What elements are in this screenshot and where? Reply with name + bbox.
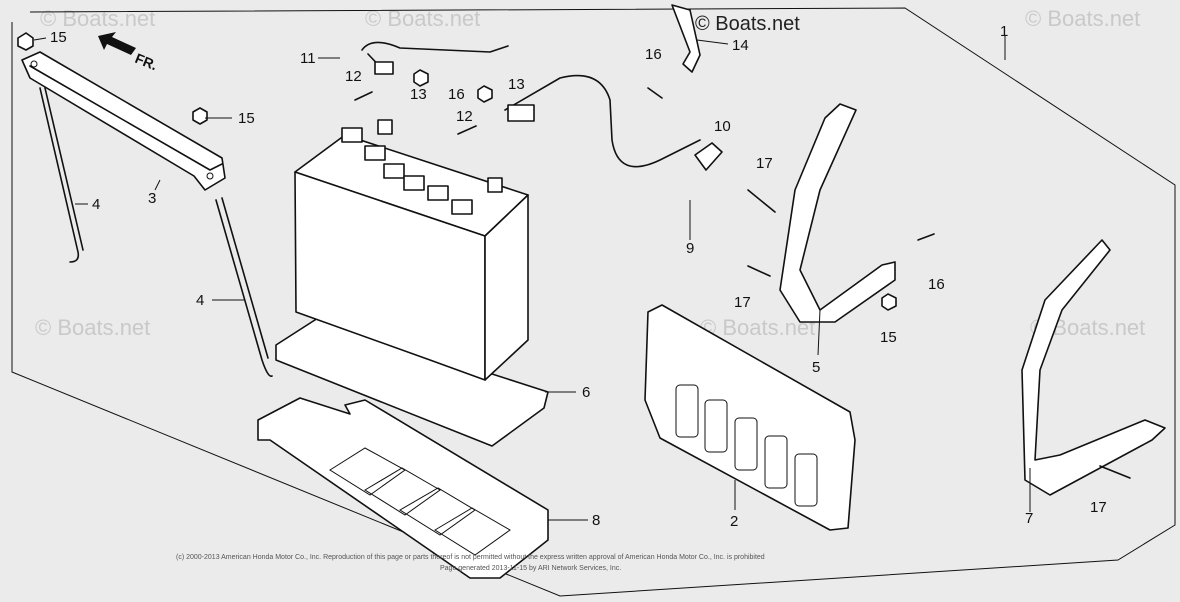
callout-2: 2	[730, 513, 738, 530]
flange-bolt	[647, 87, 663, 99]
callout-13: 13	[410, 86, 427, 103]
callout-12b: 12	[456, 108, 473, 125]
battery-holder-bar	[21, 51, 226, 191]
bolt	[354, 91, 373, 101]
battery-holder-rod	[215, 199, 273, 377]
nut	[477, 85, 493, 103]
callout-7: 7	[1025, 510, 1033, 527]
battery-holder-rod-edge	[44, 87, 84, 251]
watermark: © Boats.net	[35, 315, 150, 340]
callout-12: 12	[345, 68, 362, 85]
watermark: © Boats.net	[1025, 6, 1140, 31]
callout-17: 17	[756, 155, 773, 172]
callout-5: 5	[812, 359, 820, 376]
negative-cable	[361, 41, 509, 53]
terminal-cap	[694, 142, 723, 171]
watermark: © Boats.net	[40, 6, 155, 31]
positive-cable	[504, 74, 701, 168]
front-direction-arrow: FR.	[98, 32, 160, 73]
callout-4: 4	[92, 196, 100, 213]
battery	[294, 119, 529, 381]
assembly-boundary	[11, 7, 1176, 597]
flange-bolt	[747, 189, 776, 213]
battery-box	[257, 397, 549, 579]
callout-17b: 17	[734, 294, 751, 311]
callout-16c: 16	[928, 276, 945, 293]
flange-bolt	[747, 265, 771, 277]
terminal-cover	[507, 104, 535, 122]
flange-nut	[17, 32, 34, 51]
battery-holder-rod	[39, 87, 80, 263]
callout-15b: 15	[238, 110, 255, 127]
battery-cover-panel	[644, 304, 856, 531]
battery-stay-right	[1021, 239, 1166, 496]
callout-15c: 15	[880, 329, 897, 346]
callout-4b: 4	[196, 292, 204, 309]
direction-label: FR.	[133, 50, 160, 73]
callout-17c: 17	[1090, 499, 1107, 516]
battery-stay	[779, 103, 896, 323]
callout-14: 14	[732, 37, 749, 54]
callout-10: 10	[714, 118, 731, 135]
flange-bolt	[1099, 465, 1131, 479]
callout-6: 6	[582, 384, 590, 401]
callout-11: 11	[300, 50, 316, 67]
callouts: 1 2 3 4 4 5 6 7 8 9 10 11 12 12 13 13 14…	[50, 23, 1107, 530]
callout-16b: 16	[448, 86, 465, 103]
negative-terminal	[487, 177, 503, 193]
callout-16: 16	[645, 46, 662, 63]
callout-15: 15	[50, 29, 67, 46]
copyright-line-2: Page generated 2013-11-15 by ARI Network…	[440, 565, 621, 572]
watermark: © Boats.net	[695, 13, 800, 35]
arrow-icon	[98, 32, 136, 55]
callout-13b: 13	[508, 76, 525, 93]
bolt	[457, 125, 477, 135]
battery-holder-rod-edge	[221, 197, 269, 359]
copyright-line-1: (c) 2000-2013 American Honda Motor Co., …	[176, 554, 765, 561]
leader-lines	[33, 36, 1031, 521]
nut	[413, 69, 429, 87]
cable-terminal	[374, 61, 394, 75]
callout-9: 9	[686, 240, 694, 257]
battery-cable-eyelet	[671, 4, 701, 73]
callout-8: 8	[592, 512, 600, 529]
nut	[881, 293, 897, 311]
flange-bolt	[917, 233, 935, 241]
callout-1: 1	[1000, 23, 1008, 40]
watermark: © Boats.net	[700, 315, 815, 340]
positive-terminal	[377, 119, 393, 135]
callout-3: 3	[148, 190, 156, 207]
flange-nut	[192, 107, 208, 125]
